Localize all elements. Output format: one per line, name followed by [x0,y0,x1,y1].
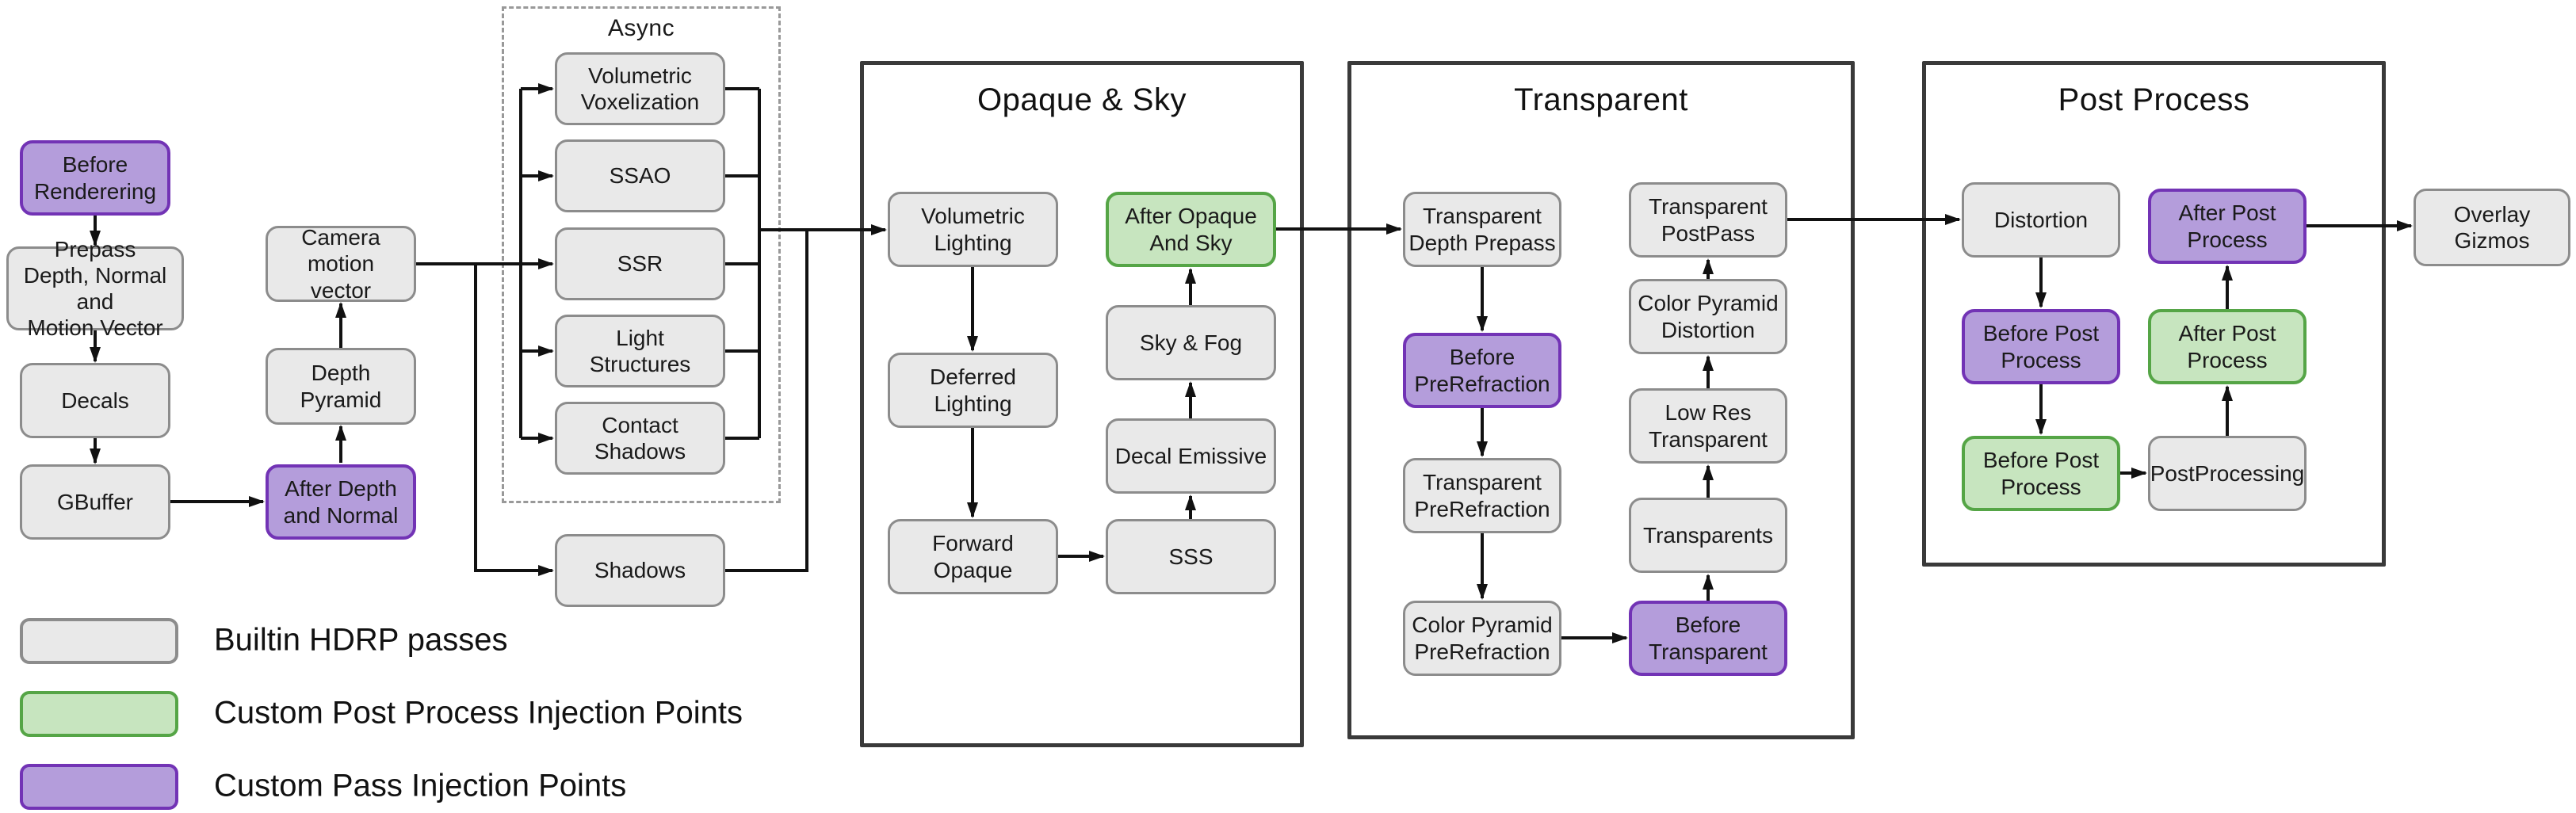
node-overlay-gizmos: Overlay Gizmos [2414,189,2570,266]
group-title-opaque-sky: Opaque & Sky [977,82,1187,117]
node-label: Before Post Process [1982,321,2100,372]
node-after-opaque-and-sky: After Opaque And Sky [1106,192,1276,267]
node-shadows: Shadows [555,534,725,607]
node-decals: Decals [20,363,170,438]
node-label: Sky & Fog [1139,330,1243,355]
node-label: After Post Process [2178,200,2276,252]
node-label: Forward Opaque [932,531,1014,582]
node-depth-pyramid: Depth Pyramid [266,348,416,425]
node-label: SSS [1168,544,1213,569]
legend-item-custom_postprocess: Custom Post Process Injection Points [20,691,971,737]
node-color-pyramid-prerefraction: Color Pyramid PreRefraction [1403,601,1561,676]
node-label: After Opaque And Sky [1125,204,1257,255]
node-label: Distortion [1993,207,2089,232]
legend-swatch-builtin [20,618,178,664]
legend-item-builtin: Builtin HDRP passes [20,618,971,664]
node-transparents: Transparents [1629,498,1787,573]
node-label: Before PreRefraction [1414,345,1550,396]
legend-item-custom_pass: Custom Pass Injection Points [20,764,971,810]
node-before-prerefraction: Before PreRefraction [1403,333,1561,408]
node-deferred-lighting: Deferred Lighting [888,353,1058,428]
node-transparent-prerefraction: Transparent PreRefraction [1403,458,1561,533]
node-before-post-process-pass: Before Post Process [1962,309,2120,384]
group-title-post-process: Post Process [2058,82,2250,117]
node-gbuffer: GBuffer [20,464,170,540]
node-sky-fog: Sky & Fog [1106,305,1276,380]
node-after-depth-and-normal: After Depth and Normal [266,464,416,540]
node-label: Deferred Lighting [930,365,1016,416]
legend-label-builtin: Builtin HDRP passes [214,622,508,658]
node-after-post-process-pass: After Post Process [2148,189,2307,264]
node-prepass: Prepass Depth, Normal and Motion Vector [6,237,184,340]
node-label: Shadows [594,558,686,583]
node-label: Transparents [1643,522,1773,548]
group-transparent: Transparent [1347,61,1855,739]
node-volumetric-lighting: Volumetric Lighting [888,192,1058,267]
node-low-res-transparent: Low Res Transparent [1629,388,1787,464]
node-before-transparent: Before Transparent [1629,601,1787,676]
node-after-post-process-pp: After Post Process [2148,309,2307,384]
node-ssr: SSR [555,227,725,300]
group-opaque-sky: Opaque & Sky [860,61,1304,747]
node-camera-motion-vector: Camera motion vector [266,225,416,303]
node-label: Camera motion vector [301,225,380,303]
node-label: Volumetric Voxelization [580,63,700,114]
node-label: Before Post Process [1982,448,2100,499]
node-ssao: SSAO [555,139,725,212]
node-volumetric-voxelization: Volumetric Voxelization [555,52,725,125]
legend-swatch-custom_postprocess [20,691,178,737]
node-sss: SSS [1106,519,1276,594]
node-label: Light Structures [589,325,691,376]
node-label: Overlay Gizmos [2453,201,2531,253]
node-label: Depth Pyramid [300,361,382,412]
node-label: Transparent Depth Prepass [1408,204,1556,255]
node-label: Color Pyramid Distortion [1638,291,1779,342]
node-label: Transparent PreRefraction [1414,470,1550,521]
node-distortion: Distortion [1962,182,2120,258]
node-light-structures: Light Structures [555,315,725,387]
node-label: SSR [617,251,663,277]
node-before-rendering: Before Renderering [20,140,170,216]
legend-swatch-custom_pass [20,764,178,810]
node-postprocessing: PostProcessing [2148,436,2307,511]
node-label: GBuffer [57,489,133,514]
node-before-post-process-pp: Before Post Process [1962,436,2120,511]
legend-label-custom_postprocess: Custom Post Process Injection Points [214,695,743,731]
group-post-process: Post Process [1922,61,2386,567]
node-forward-opaque: Forward Opaque [888,519,1058,594]
node-label: Decals [61,387,129,413]
node-label: PostProcessing [2150,460,2305,486]
node-label: Volumetric Lighting [921,204,1025,255]
group-title-transparent: Transparent [1514,82,1688,117]
node-label: Decal Emissive [1114,443,1267,468]
node-label: Transparent PostPass [1649,194,1768,246]
node-label: Prepass Depth, Normal and Motion Vector [23,236,167,341]
node-transparent-postpass: Transparent PostPass [1629,182,1787,258]
node-label: Contact Shadows [594,412,686,464]
node-label: Before Renderering [33,152,157,204]
node-label: Color Pyramid PreRefraction [1412,613,1553,664]
node-contact-shadows: Contact Shadows [555,402,725,475]
node-decal-emissive: Decal Emissive [1106,418,1276,494]
node-label: Before Transparent [1649,613,1768,664]
group-title-async: Async [607,15,675,41]
node-label: Low Res Transparent [1649,400,1768,452]
node-color-pyramid-distortion: Color Pyramid Distortion [1629,279,1787,354]
node-label: SSAO [609,163,671,189]
node-label: After Post Process [2178,321,2276,372]
node-label: After Depth and Normal [283,476,399,528]
legend-label-custom_pass: Custom Pass Injection Points [214,768,627,803]
node-transparent-depth-prepass: Transparent Depth Prepass [1403,192,1561,267]
